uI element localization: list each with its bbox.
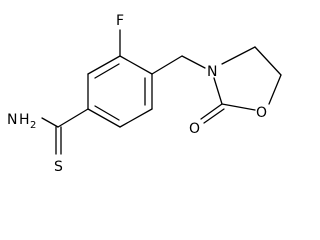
atom-labels: F N H 2 S N O O — [7, 13, 267, 175]
bond-c6-c1 — [119, 55, 153, 75]
bond-n-c4r — [221, 46, 256, 65]
bond-c3-cs — [57, 108, 89, 128]
thio-s-label: S — [54, 159, 63, 175]
amine-h-label: H — [19, 112, 30, 128]
bond-c2r-n — [213, 77, 223, 105]
bond-c1-c2 — [87, 55, 121, 75]
bond-c4-c5 — [119, 108, 153, 128]
bond-o-c2r — [221, 103, 256, 111]
bond-c5r-o — [268, 74, 282, 105]
bond-ch2-n — [181, 55, 206, 69]
bond-c1-c2-inner — [94, 63, 120, 79]
bond-c3-c4-inner — [94, 105, 120, 121]
bond-c4r-c5r — [254, 46, 282, 76]
bond-c2r-o-carbonyl — [200, 103, 223, 120]
bond-c3-c4 — [87, 108, 121, 128]
bond-c6-ch2 — [151, 55, 183, 75]
molecule-structure: F N H 2 S N O O — [7, 13, 282, 175]
bonds — [41, 29, 282, 155]
bond-c2r-o-carbonyl-double — [203, 108, 225, 124]
ring-n-label: N — [207, 64, 217, 80]
bond-cs-n — [41, 117, 59, 128]
amine-n-label: N — [7, 112, 17, 128]
carbonyl-o-label: O — [189, 121, 200, 137]
amine-subscript: 2 — [30, 120, 36, 131]
fluorine-label: F — [116, 13, 124, 29]
ring-o-label: O — [256, 105, 267, 121]
